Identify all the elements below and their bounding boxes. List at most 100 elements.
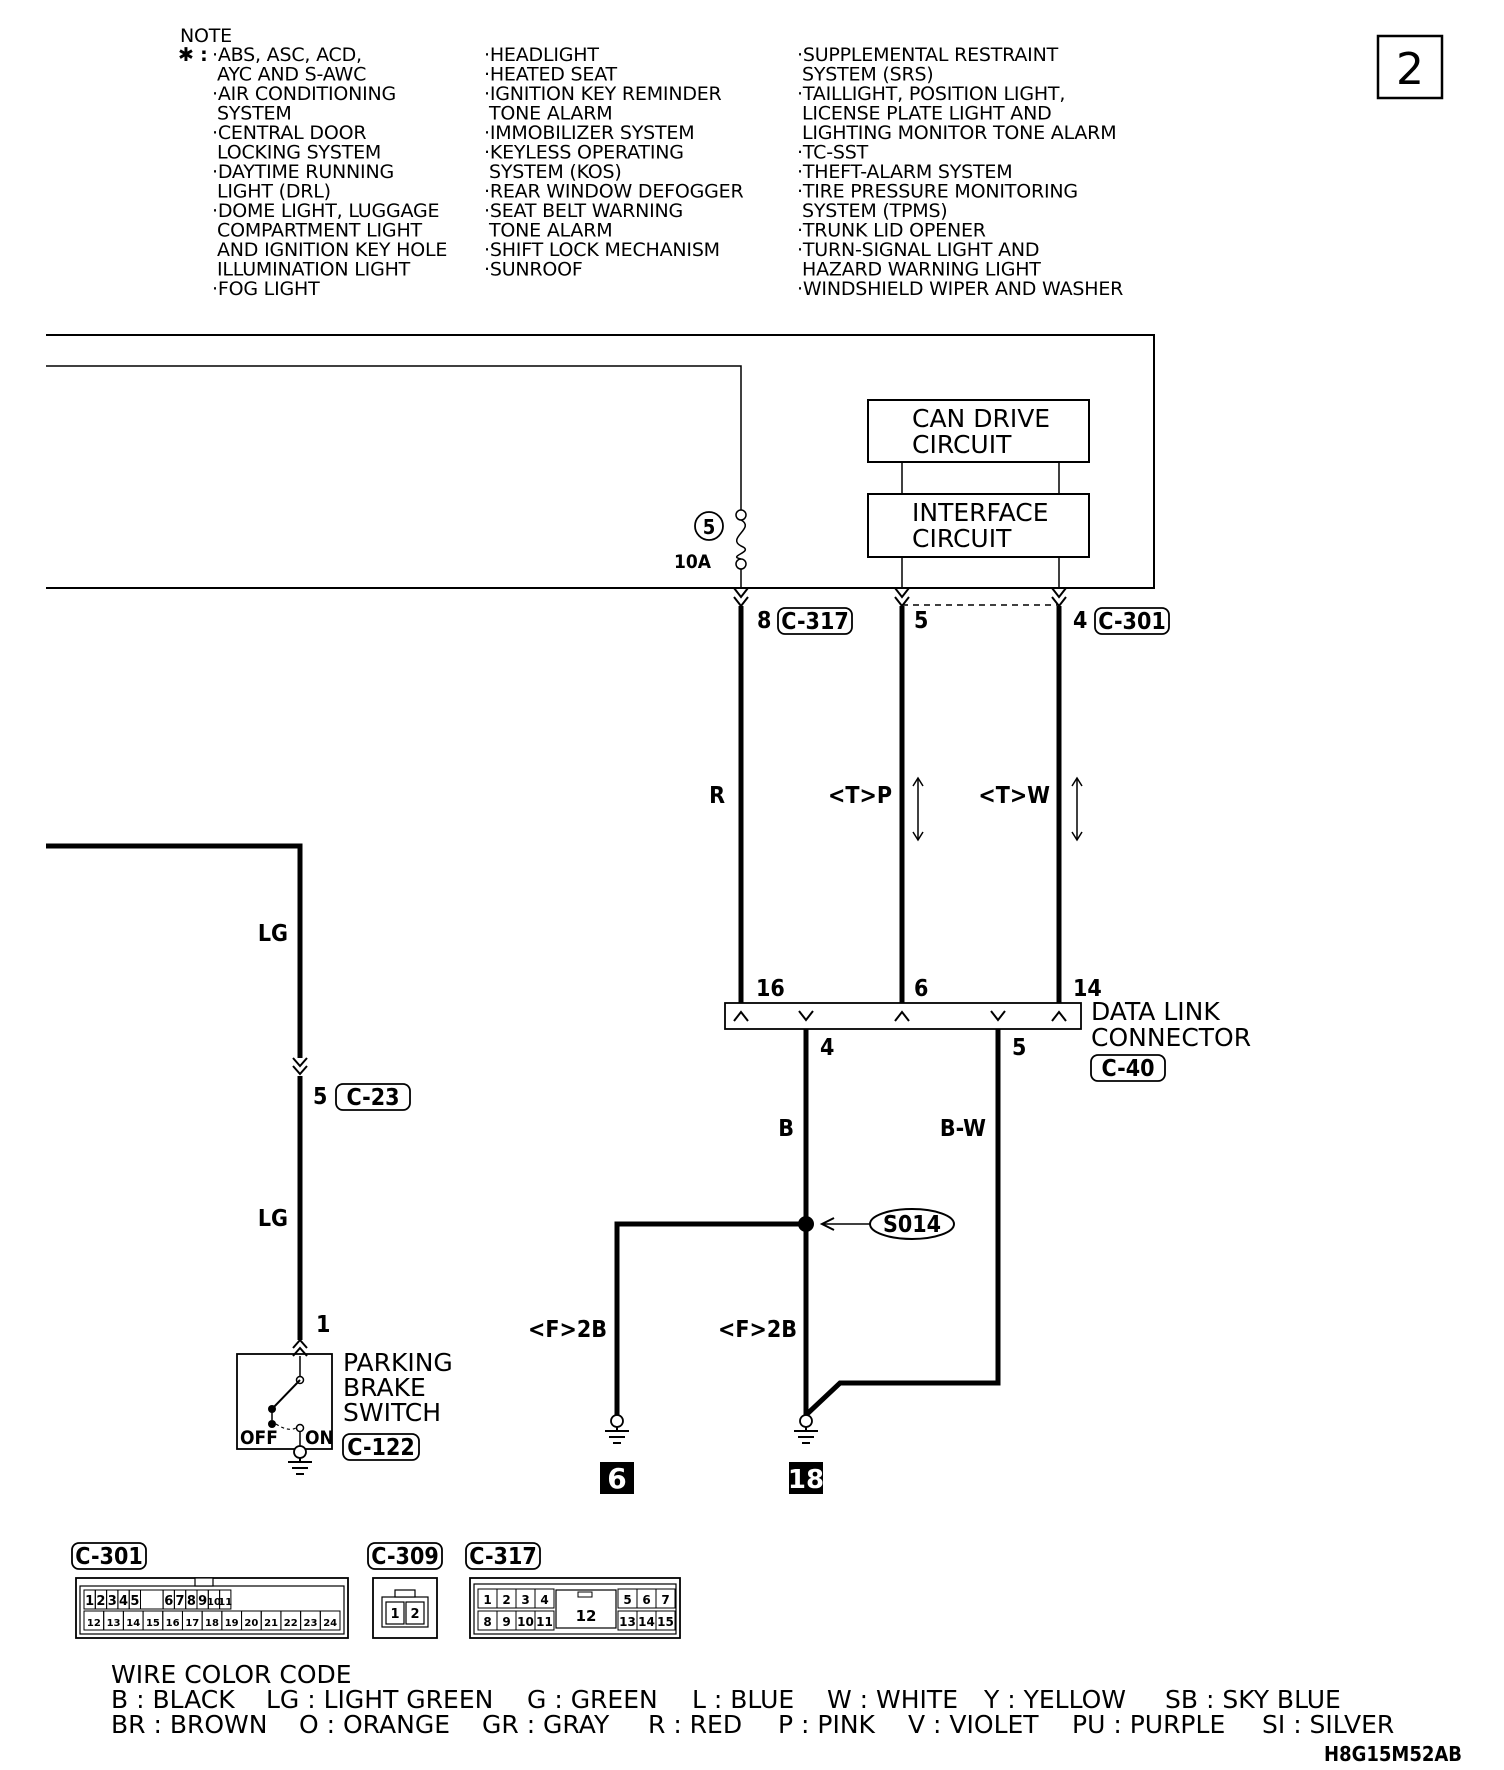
c317-pin-label: 2: [502, 1593, 510, 1607]
c301-pin-cell: [319, 1610, 341, 1631]
data-link-connector: 16 6 14 4 5 DATA LINK CONNECTOR C-40: [724, 976, 1251, 1082]
c317-pin-cell: [534, 1588, 555, 1609]
note-line: ·DAYTIME RUNNING: [212, 161, 394, 183]
wire-label-bw: B-W: [940, 1116, 986, 1142]
c309-pin-2: 2: [410, 1607, 419, 1622]
c317-pin-cell: [655, 1588, 676, 1609]
note-line: SYSTEM (TPMS): [802, 200, 948, 222]
c309-pin-1: 1: [390, 1607, 399, 1622]
c317-pin-label: 11: [536, 1615, 553, 1629]
c317-pin-label: 3: [521, 1593, 529, 1607]
c317-pin-label: 15: [657, 1615, 674, 1629]
data-link-wires: [738, 606, 1062, 1008]
fuse-number-circle: [694, 511, 724, 541]
note-line: ·WINDSHIELD WIPER AND WASHER: [797, 278, 1123, 300]
c317-pin-label: 8: [483, 1615, 491, 1629]
note-line: ·SUPPLEMENTAL RESTRAINT: [797, 44, 1059, 66]
c317-pin-label: 10: [517, 1615, 534, 1629]
wire-label-lg-2: LG: [258, 1206, 288, 1232]
wire-color-entry: P : PINK: [778, 1710, 876, 1739]
wire-color-entry: BR : BROWN: [111, 1710, 267, 1739]
c317-pin-label: 6: [642, 1593, 650, 1607]
c301-pin-label: 7: [176, 1594, 185, 1609]
note-line: ·HEATED SEAT: [484, 64, 618, 86]
note-line: ·ABS, ASC, ACD,: [212, 44, 362, 66]
connector-c23-tag: C-23: [346, 1085, 399, 1111]
pin-6: 6: [914, 976, 928, 1002]
c301-pin-label: 20: [244, 1618, 258, 1629]
c301-pin-label: 17: [185, 1618, 199, 1629]
can-drive-line-2: CIRCUIT: [912, 430, 1012, 459]
wire-label-lg-1: LG: [258, 921, 288, 947]
pin-5-top: 5: [914, 608, 928, 634]
note-line: ·FOG LIGHT: [212, 278, 320, 300]
c317-pin-label: 1: [483, 1593, 491, 1607]
note-line: ·TRUNK LID OPENER: [797, 220, 986, 242]
interface-line-2: CIRCUIT: [912, 524, 1012, 553]
note-title: NOTE: [180, 25, 232, 47]
connector-face-c309-title: C-309: [371, 1544, 439, 1570]
note-line: ·DOME LIGHT, LUGGAGE: [212, 200, 439, 222]
ground-wires: [614, 1029, 1001, 1417]
c301-pin-label: 14: [126, 1618, 140, 1629]
c301-pin-label: 5: [130, 1594, 139, 1609]
c301-pin-label: 18: [205, 1618, 219, 1629]
wire-color-entry: LG : LIGHT GREEN: [266, 1685, 493, 1714]
note-block: NOTE ✱ : ·ABS, ASC, ACD,AYC AND S-AWC·AI…: [178, 25, 1123, 300]
pin-5-c23: 5: [313, 1084, 327, 1110]
wire-color-entry: L : BLUE: [692, 1685, 794, 1714]
note-line: ·IGNITION KEY REMINDER: [484, 83, 722, 105]
can-drive-line-1: CAN DRIVE: [912, 404, 1050, 433]
connector-face-c301-title: C-301: [75, 1544, 143, 1570]
note-line: LIGHTING MONITOR TONE ALARM: [802, 122, 1116, 144]
bidirectional-arrow: [912, 776, 924, 842]
switch-off-label: OFF: [240, 1427, 278, 1449]
ground-number-right: 18: [788, 1465, 824, 1495]
c317-pin-cell: [534, 1610, 555, 1631]
wire-label-tw: <T>W: [978, 783, 1050, 809]
note-line: AND IGNITION KEY HOLE: [217, 239, 447, 261]
data-link-label-1: DATA LINK: [1091, 997, 1220, 1026]
note-line: AYC AND S-AWC: [217, 64, 366, 86]
note-line: LIGHT (DRL): [217, 181, 331, 203]
wire-color-entry: PU : PURPLE: [1072, 1710, 1225, 1739]
switch-label-2: BRAKE: [343, 1373, 426, 1402]
c317-pin-label: 9: [502, 1615, 510, 1629]
c301-pin-label: 4: [119, 1594, 128, 1609]
connector-c40-tag: C-40: [1101, 1056, 1154, 1082]
connector-face-c309: C-309 1 2: [367, 1542, 443, 1639]
lg-wire: [46, 843, 308, 1357]
note-line: SYSTEM (KOS): [489, 161, 622, 183]
connector-c122-tag: C-122: [347, 1435, 415, 1461]
c301-pin-label: 2: [96, 1594, 105, 1609]
c301-pin-label: 24: [323, 1618, 337, 1629]
c317-pin-cell: [655, 1610, 676, 1631]
parking-brake-switch: OFF ON PARKING BRAKE SWITCH C-122: [236, 1348, 453, 1475]
note-line: ·TURN-SIGNAL LIGHT AND: [797, 239, 1039, 261]
ecu-connector-labels: 8 C-317 5 4 C-301: [757, 607, 1170, 635]
note-marker: ✱ :: [178, 44, 208, 66]
pin-8: 8: [757, 608, 771, 634]
note-line: ·CENTRAL DOOR: [212, 122, 366, 144]
note-line: ·TAILLIGHT, POSITION LIGHT,: [797, 83, 1065, 105]
wire-color-code-title: WIRE COLOR CODE: [111, 1660, 352, 1689]
switch-label-1: PARKING: [343, 1348, 453, 1377]
note-line: ·SUNROOF: [484, 259, 583, 281]
data-link-label-2: CONNECTOR: [1091, 1023, 1251, 1052]
note-line: ·AIR CONDITIONING: [212, 83, 396, 105]
note-line: COMPARTMENT LIGHT: [217, 220, 423, 242]
drawing-code: H8G15M52AB: [1324, 1742, 1462, 1766]
interface-circuit-block: INTERFACE CIRCUIT: [867, 493, 1090, 558]
c301-pin-label: 6: [164, 1594, 173, 1609]
wire-label-r: R: [709, 783, 725, 809]
c301-pin-label: 21: [264, 1618, 278, 1629]
pin-1: 1: [316, 1312, 330, 1338]
wire-color-entry: SI : SILVER: [1262, 1710, 1394, 1739]
wire-color-entry: SB : SKY BLUE: [1165, 1685, 1341, 1714]
wire-color-entry: G : GREEN: [527, 1685, 658, 1714]
note-line: SYSTEM: [217, 103, 292, 125]
